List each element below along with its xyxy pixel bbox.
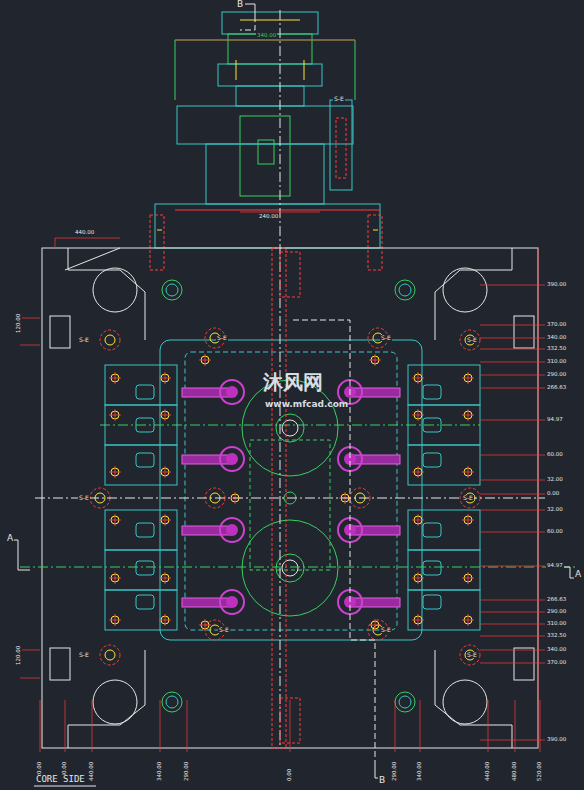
dimension-text: 266.63 [546, 385, 567, 391]
dimension-line [480, 532, 545, 533]
dimension-text: 340.00 [546, 647, 567, 653]
dimension-text: 480.00 [512, 761, 518, 782]
dimension-text: 332.50 [546, 633, 567, 639]
section-note: S-E [218, 627, 230, 633]
dimension-text: 94.97 [546, 417, 564, 423]
dimension-line [480, 636, 545, 637]
section-note: S-E [380, 335, 392, 341]
dimension-text: 440.00 [485, 761, 491, 782]
dimension-line [480, 600, 545, 601]
section-note: S-E [380, 627, 392, 633]
dimension-line [480, 349, 545, 350]
dimension-text: 340.00 [417, 761, 423, 782]
dimension-line [480, 338, 545, 339]
dimension-text: 60.00 [546, 452, 564, 458]
dimension-text: 340.00 [546, 335, 567, 341]
dimension-line [480, 388, 545, 389]
dimension-text: 340.00 [157, 761, 163, 782]
dimension-line [480, 285, 545, 286]
dimension-text: 32.00 [546, 507, 564, 513]
section-note: S-E [78, 652, 90, 658]
dimension-text: 310.00 [546, 621, 567, 627]
dimension-line [480, 494, 545, 495]
dimension-line [92, 700, 93, 752]
dimension-line [480, 480, 545, 481]
dimension-text: 340.00 [256, 33, 277, 39]
dimension-text: 390.00 [546, 282, 567, 288]
section-note: S-E [466, 337, 478, 343]
dimension-text: 60.00 [546, 529, 564, 535]
dimension-line [480, 362, 545, 363]
section-note: S-E [462, 495, 474, 501]
dimension-line [480, 624, 545, 625]
dimension-line [488, 700, 489, 752]
section-note: S-E [78, 337, 90, 343]
dimension-text: 0.00 [546, 491, 560, 497]
dimension-line [480, 325, 545, 326]
section-note: S-E [333, 96, 345, 102]
dimension-line [480, 510, 545, 511]
dimension-text: 120.00 [16, 313, 22, 334]
dimension-line [420, 700, 421, 752]
dimension-line [480, 663, 545, 664]
dimension-text: 290.00 [546, 609, 567, 615]
section-letter: A [6, 534, 14, 543]
section-letter: B [236, 0, 244, 9]
section-note: S-E [78, 495, 90, 501]
dimension-line [395, 700, 396, 752]
dimension-line [480, 650, 545, 651]
dimension-text: 390.00 [546, 737, 567, 743]
watermark: www.mfcad.com [264, 400, 349, 409]
dimension-text: 440.00 [74, 230, 95, 236]
dimension-text: 94.97 [546, 563, 564, 569]
dimension-text: 370.00 [546, 660, 567, 666]
dimension-text: 32.00 [546, 477, 564, 483]
dimension-line [187, 700, 188, 752]
section-letter: B [378, 776, 386, 785]
dimension-text: 240.00 [258, 214, 279, 220]
dimension-line [40, 700, 41, 752]
dimension-line [540, 700, 541, 752]
dimension-text: 332.50 [546, 346, 567, 352]
section-letter: A [574, 570, 582, 579]
dimension-text: 310.00 [546, 359, 567, 365]
view-caption: CORE SIDE [35, 775, 86, 784]
dimension-line [480, 420, 545, 421]
section-note: S-E [466, 652, 478, 658]
dimension-line [515, 700, 516, 752]
watermark: 沐风网 [262, 372, 324, 392]
dimension-text: 290.00 [184, 761, 190, 782]
dimension-line [480, 566, 545, 567]
dimension-line [480, 455, 545, 456]
dimension-text: 370.00 [546, 322, 567, 328]
dimension-line [480, 375, 545, 376]
dimension-line [480, 612, 545, 613]
dimension-line [480, 740, 545, 741]
section-note: S-E [216, 335, 228, 341]
dimension-line [65, 700, 66, 752]
dimension-line [290, 700, 291, 752]
dimension-text: 440.00 [89, 761, 95, 782]
dimension-line [160, 700, 161, 752]
dimension-text: 520.00 [537, 761, 543, 782]
dimension-text: 266.63 [546, 597, 567, 603]
dimension-text: 120.00 [16, 645, 22, 666]
dimension-text: 290.00 [546, 372, 567, 378]
dimension-text: 290.00 [392, 761, 398, 782]
dimension-text: 0.00 [287, 768, 293, 782]
